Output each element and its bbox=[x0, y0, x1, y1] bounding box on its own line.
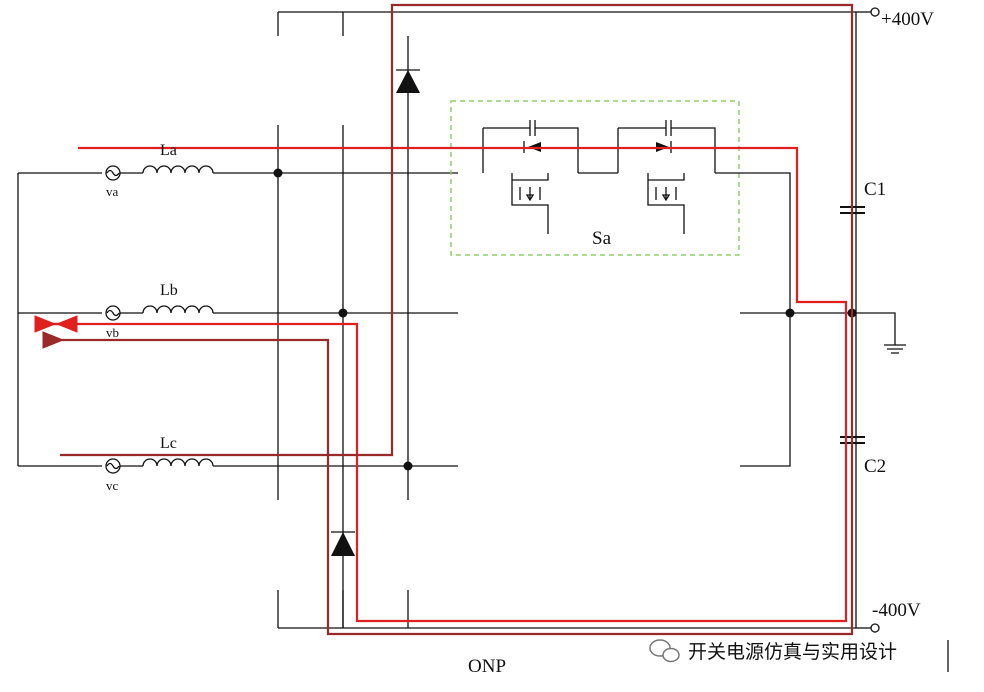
source-vc bbox=[105, 458, 121, 474]
inductor-la bbox=[120, 165, 458, 174]
label-c2: C2 bbox=[864, 456, 886, 477]
label-c1: C1 bbox=[864, 179, 886, 200]
switch-sa bbox=[450, 100, 791, 313]
label-lc: Lc bbox=[160, 435, 177, 452]
source-va bbox=[105, 165, 121, 181]
label-neg-rail: -400V bbox=[872, 600, 921, 621]
label-va: va bbox=[106, 184, 119, 199]
diode-bottom bbox=[331, 531, 355, 556]
inductor-lc bbox=[120, 458, 458, 467]
watermark-text: 开关电源仿真与实用设计 bbox=[688, 641, 897, 663]
current-path-forward bbox=[34, 146, 848, 623]
wechat-icon bbox=[649, 639, 680, 663]
source-bus bbox=[17, 172, 102, 467]
current-path-return bbox=[42, 3, 854, 636]
label-la: La bbox=[160, 142, 177, 159]
watermark: 开关电源仿真与实用设计 bbox=[649, 639, 949, 672]
diode-top bbox=[396, 69, 420, 93]
inductor-lb bbox=[120, 305, 458, 314]
label-pos-rail: +400V bbox=[881, 9, 934, 30]
label-vb: vb bbox=[106, 325, 119, 340]
label-vc: vc bbox=[106, 478, 119, 493]
junctions bbox=[273, 168, 857, 471]
label-sa: Sa bbox=[592, 228, 612, 249]
source-vb bbox=[105, 305, 121, 321]
midpoint-bus bbox=[740, 312, 906, 467]
label-lb: Lb bbox=[160, 282, 178, 299]
label-title: ONP bbox=[468, 656, 506, 677]
